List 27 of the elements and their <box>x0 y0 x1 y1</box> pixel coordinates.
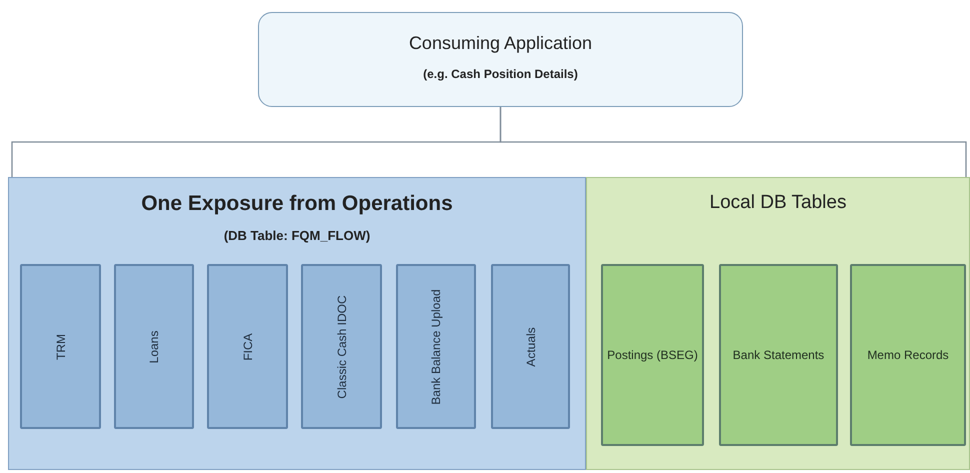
table-label: Memo Records <box>866 348 950 362</box>
table-box <box>850 264 966 446</box>
panel-title: Local DB Tables <box>708 192 848 214</box>
source-box <box>207 264 288 429</box>
subtitle: (e.g. Cash Position Details) <box>422 67 579 81</box>
table-label: Postings (BSEG) <box>607 348 698 362</box>
panel <box>586 177 970 470</box>
source-label: Classic Cash IDOC <box>334 294 348 400</box>
source-box <box>491 264 570 429</box>
panel <box>8 177 586 470</box>
panel-title: One Exposure from Operations <box>140 192 454 216</box>
source-box <box>396 264 476 429</box>
application-box <box>258 12 743 107</box>
source-label: Bank Balance Upload <box>429 288 443 406</box>
table-box <box>601 264 704 446</box>
subtitle: (DB Table: FQM_FLOW) <box>222 228 372 243</box>
heading: Consuming Application <box>408 33 594 54</box>
source-box <box>20 264 101 429</box>
source-label: Loans <box>147 329 161 365</box>
connector-line <box>500 107 967 177</box>
table-label: Bank Statements <box>732 348 826 362</box>
source-label: Actuals <box>524 326 538 369</box>
source-label: FICA <box>240 332 254 362</box>
table-box <box>719 264 838 446</box>
source-label: TRM <box>54 332 68 362</box>
source-box <box>114 264 194 429</box>
source-box <box>301 264 382 429</box>
